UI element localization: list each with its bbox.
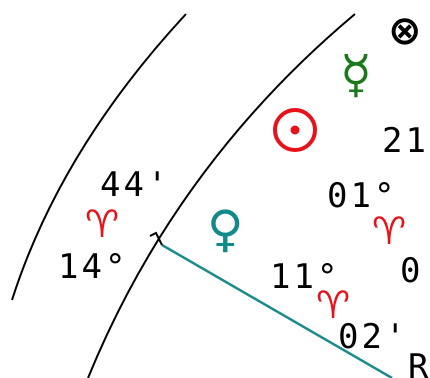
sun-glyph-icon (273, 108, 317, 152)
part-of-fortune-icon: ⊗ (388, 8, 422, 54)
inner-ring-arc (87, 13, 356, 378)
cusp-tick (149, 231, 163, 246)
cusp-aries-icon: ♈ (85, 202, 119, 246)
mercury-glyph-icon: ☿ (340, 45, 372, 105)
mercury-degree: 21 (382, 121, 429, 161)
sun-sign-aries-icon: ♈ (372, 209, 406, 253)
aspect-line (161, 243, 393, 378)
venus-degree: 11° (270, 257, 340, 297)
outer-ring-arc (11, 13, 187, 301)
cusp-minutes: 44' (100, 165, 170, 205)
partial-degree: 0 (400, 251, 423, 291)
venus-glyph-icon: ♀ (207, 200, 244, 258)
venus-sign-aries-icon: ♈ (316, 283, 350, 327)
sun-degree: 01° (327, 176, 397, 216)
cusp-degree: 14° (58, 247, 128, 287)
venus-minutes: 02' (338, 317, 408, 357)
retrograde-label: R (408, 347, 430, 378)
